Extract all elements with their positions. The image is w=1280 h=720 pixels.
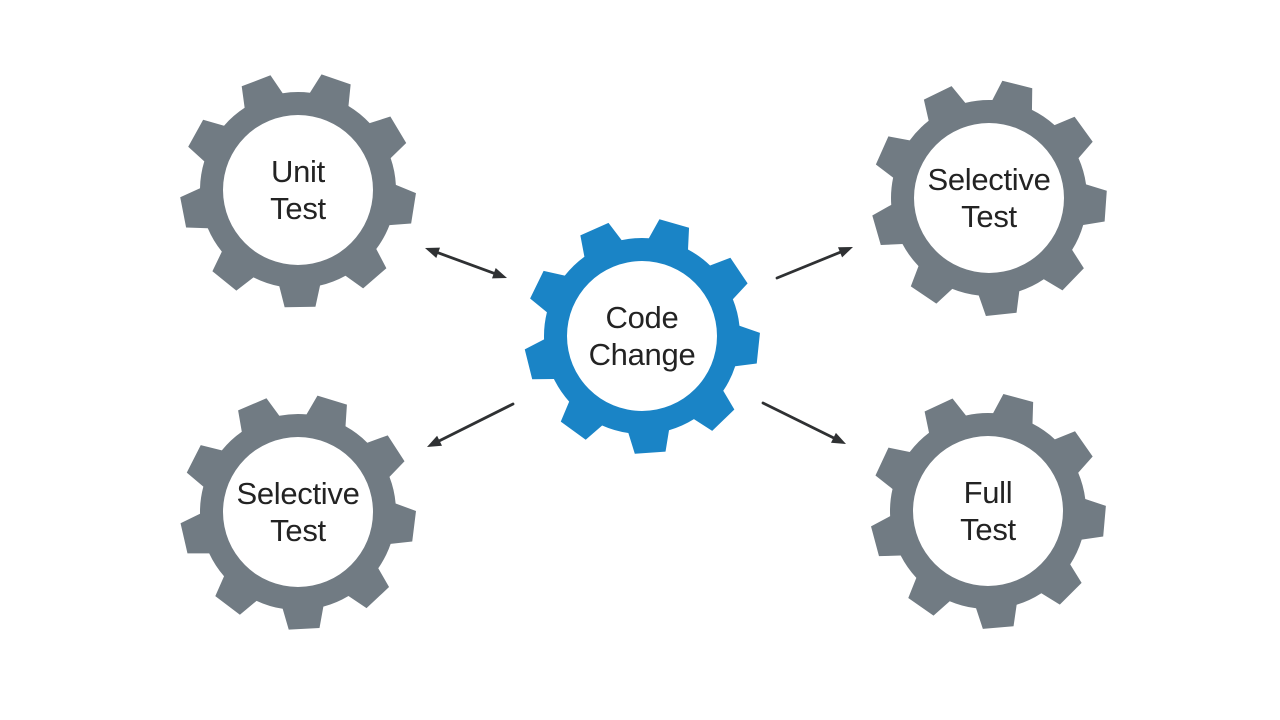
gear-label: Code Change: [522, 216, 762, 456]
gear-icon: [180, 74, 416, 308]
unit-test-gear: Unit Test: [178, 70, 418, 310]
gear-label-line2: Test: [960, 512, 1016, 547]
gear-shape: [180, 395, 416, 630]
code-change-gear: Code Change: [522, 216, 762, 456]
arrowhead-icon: [427, 435, 442, 447]
gear-shape: [180, 74, 416, 308]
gear-label-line2: Test: [270, 191, 326, 226]
arrowhead-icon: [492, 268, 507, 279]
gear-icon: [524, 219, 760, 454]
gear-icon: [872, 80, 1107, 316]
gear-label-line2: Test: [961, 199, 1017, 234]
gear-label-line1: Full: [963, 475, 1013, 510]
arrow-code-change-to-selective-test-bottom-left: [427, 402, 515, 447]
gear-label: Selective Test: [869, 78, 1109, 318]
arrow-code-change-to-full-test: [761, 401, 846, 444]
arrowhead-icon: [838, 247, 853, 258]
arrow-line: [761, 401, 840, 442]
arrowhead-icon: [425, 247, 440, 258]
arrow-line: [432, 249, 500, 277]
gear-label-line2: Test: [270, 513, 326, 548]
arrow-line: [433, 402, 515, 445]
gear-icon: [871, 394, 1106, 629]
gear-label-line1: Selective: [236, 476, 360, 511]
arrowhead-icon: [831, 432, 846, 444]
selective-test-bottom-left-gear: Selective Test: [178, 392, 418, 632]
gear-label: Full Test: [868, 391, 1108, 631]
gear-shape: [524, 219, 760, 454]
full-test-gear: Full Test: [868, 391, 1108, 631]
gear-label-line1: Unit: [271, 154, 325, 189]
gear-icon: [180, 395, 416, 630]
arrow-line: [775, 248, 847, 280]
gear-label-line1: Code: [605, 300, 679, 335]
gear-shape: [872, 80, 1107, 316]
arrow-code-change-to-selective-test-top-right: [775, 247, 853, 280]
gear-shape: [871, 394, 1106, 629]
gear-label-line1: Selective: [927, 162, 1051, 197]
gear-label: Selective Test: [178, 392, 418, 632]
arrow-unit-test-to-code-change: [425, 247, 507, 279]
selective-test-top-right-gear: Selective Test: [869, 78, 1109, 318]
gear-label: Unit Test: [178, 70, 418, 310]
gear-label-line2: Change: [588, 337, 696, 372]
